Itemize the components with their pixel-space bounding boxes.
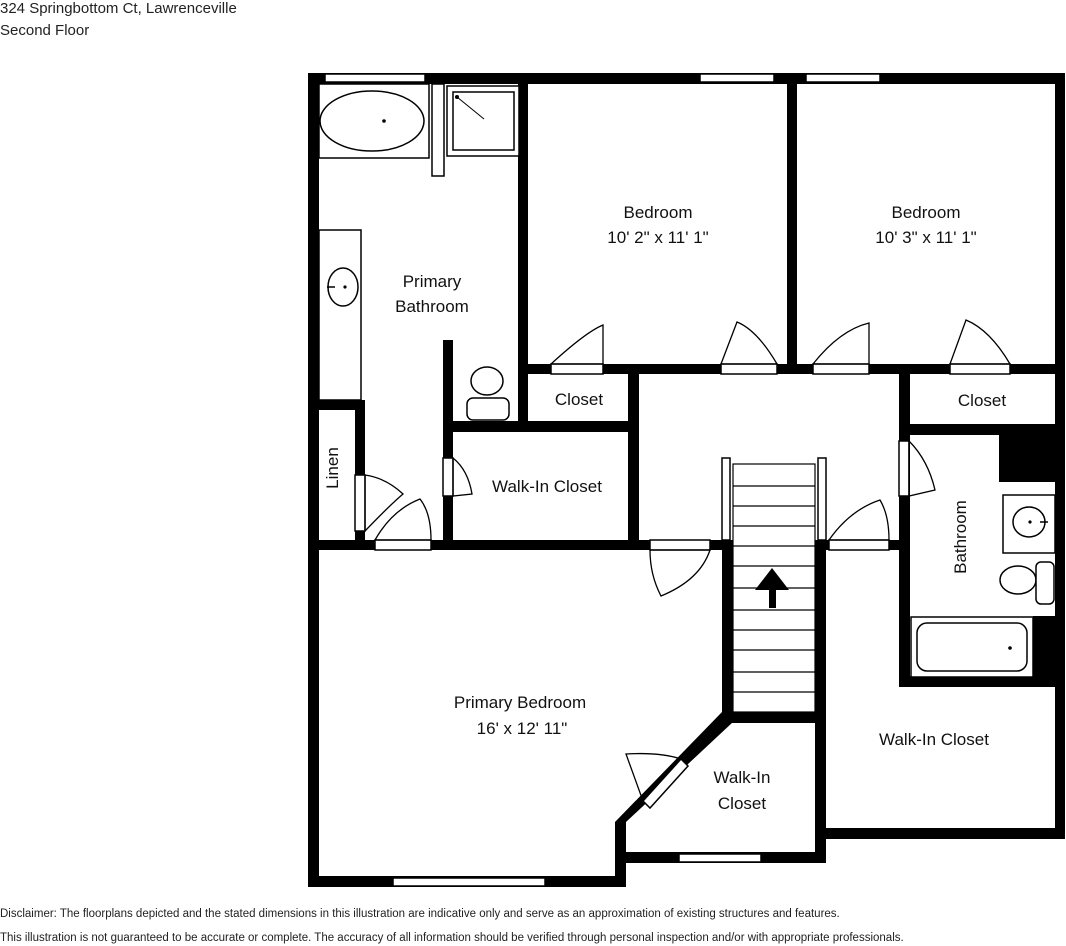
disclaimer-line-2: This illustration is not guaranteed to b… — [0, 932, 904, 944]
doors — [354, 319, 1012, 810]
toilet-icon — [999, 561, 1055, 605]
primary-bedroom-dims: 16' x 12' 11" — [477, 719, 568, 738]
bedroom-2-label: Bedroom — [892, 203, 961, 222]
windows — [324, 73, 881, 887]
bathtub-icon — [319, 90, 425, 152]
primary-bathroom-label-2: Bathroom — [395, 297, 469, 316]
bathtub-icon — [916, 622, 1028, 672]
stairs-up-arrow-icon — [755, 568, 789, 608]
toilet-icon — [466, 366, 510, 421]
fixtures — [318, 83, 1056, 678]
bathroom-label: Bathroom — [951, 500, 970, 574]
bedroom-1-dims: 10' 2" x 11' 1" — [607, 228, 708, 247]
walkin-closet-2-label-2: Closet — [718, 794, 766, 813]
primary-bedroom-label: Primary Bedroom — [454, 693, 586, 712]
walkin-closet-3-label: Walk-In Closet — [879, 730, 989, 749]
closet-1-label: Closet — [555, 390, 603, 409]
bedroom-2-dims: 10' 3" x 11' 1" — [875, 228, 976, 247]
property-address: 324 Springbottom Ct, Lawrenceville — [0, 0, 237, 17]
walkin-closet-2-label-1: Walk-In — [714, 768, 771, 787]
primary-bathroom-label-1: Primary — [403, 272, 462, 291]
walkin-closet-1-label: Walk-In Closet — [492, 477, 602, 496]
bedroom-1-label: Bedroom — [624, 203, 693, 222]
closet-2-label: Closet — [958, 391, 1006, 410]
linen-label: Linen — [323, 447, 342, 489]
disclaimer-line-1: Disclaimer: The floorplans depicted and … — [0, 908, 840, 920]
room-labels: Primary Bathroom Bedroom 10' 2" x 11' 1"… — [323, 203, 1006, 813]
floor-label: Second Floor — [0, 22, 90, 39]
